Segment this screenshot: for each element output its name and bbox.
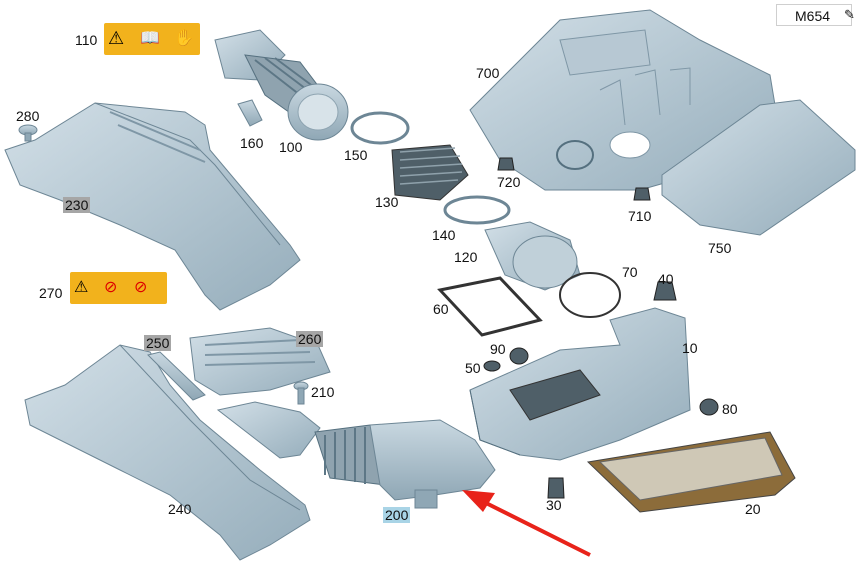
prohibited-icon: ⊘ bbox=[104, 279, 118, 296]
label-210: 210 bbox=[311, 384, 335, 400]
label-200[interactable]: 200 bbox=[383, 507, 411, 523]
grommet-90 bbox=[509, 347, 529, 365]
cover-750 bbox=[661, 99, 856, 236]
label-250: 250 bbox=[144, 335, 172, 351]
label-150: 150 bbox=[344, 147, 368, 163]
label-160: 160 bbox=[240, 135, 264, 151]
label-710: 710 bbox=[628, 208, 652, 224]
label-30: 30 bbox=[546, 497, 562, 513]
grommet-710 bbox=[633, 187, 651, 201]
grommet-30 bbox=[547, 477, 565, 499]
cover-260 bbox=[189, 327, 331, 396]
cowl-panel-240 bbox=[24, 344, 311, 561]
label-120: 120 bbox=[454, 249, 478, 265]
label-280: 280 bbox=[16, 108, 40, 124]
prohibited-icon: ⊘ bbox=[134, 279, 148, 296]
label-240: 240 bbox=[168, 501, 192, 517]
label-720: 720 bbox=[497, 174, 521, 190]
label-270: 270 bbox=[39, 285, 63, 301]
label-50: 50 bbox=[465, 360, 481, 376]
grommet-720 bbox=[497, 157, 515, 171]
label-20: 20 bbox=[745, 501, 761, 517]
clamp-150 bbox=[350, 111, 410, 145]
filter-housing-10 bbox=[469, 307, 691, 461]
label-140: 140 bbox=[432, 227, 456, 243]
label-70: 70 bbox=[622, 264, 638, 280]
bellows-130 bbox=[391, 144, 469, 201]
label-40: 40 bbox=[658, 271, 674, 287]
hose-100 bbox=[214, 29, 349, 141]
label-100: 100 bbox=[279, 139, 303, 155]
engine-code: M654 bbox=[795, 8, 831, 24]
label-80: 80 bbox=[722, 401, 738, 417]
grommet-50 bbox=[483, 360, 501, 372]
clip-280 bbox=[18, 124, 38, 142]
hand-icon: ✋ bbox=[174, 30, 194, 47]
clip-210 bbox=[293, 381, 309, 405]
gasket-60 bbox=[437, 276, 543, 337]
label-110: 110 bbox=[75, 32, 98, 48]
intake-duct-200 bbox=[216, 401, 496, 509]
label-130: 130 bbox=[375, 194, 399, 210]
warning-triangle-icon: ⚠ bbox=[74, 279, 89, 296]
filter-20 bbox=[586, 431, 796, 513]
bracket-160 bbox=[237, 99, 263, 127]
housing-120 bbox=[484, 221, 581, 291]
grommet-80 bbox=[699, 398, 719, 416]
strip-250 bbox=[147, 351, 206, 401]
warning-triangle-icon: ⚠ bbox=[108, 28, 125, 48]
label-90: 90 bbox=[490, 341, 506, 357]
seal-70 bbox=[559, 272, 621, 318]
warning-label-270: ⚠ ⊘ ⊘ bbox=[70, 272, 167, 304]
engine-code-box: M654 ✎ bbox=[776, 4, 855, 26]
label-260: 260 bbox=[296, 331, 324, 347]
engine-cover-700 bbox=[469, 9, 776, 191]
grommet-40 bbox=[653, 281, 677, 301]
label-60: 60 bbox=[433, 301, 449, 317]
label-10: 10 bbox=[682, 340, 698, 356]
manual-icon: 📖 bbox=[140, 30, 160, 47]
warning-label-110: ⚠ 📖 ✋ bbox=[104, 23, 200, 55]
pointer-arrow bbox=[462, 490, 591, 557]
label-700: 700 bbox=[476, 65, 500, 81]
edit-icon[interactable]: ✎ bbox=[844, 7, 855, 22]
label-230: 230 bbox=[63, 197, 91, 213]
label-750: 750 bbox=[708, 240, 732, 256]
clamp-140 bbox=[443, 195, 511, 225]
